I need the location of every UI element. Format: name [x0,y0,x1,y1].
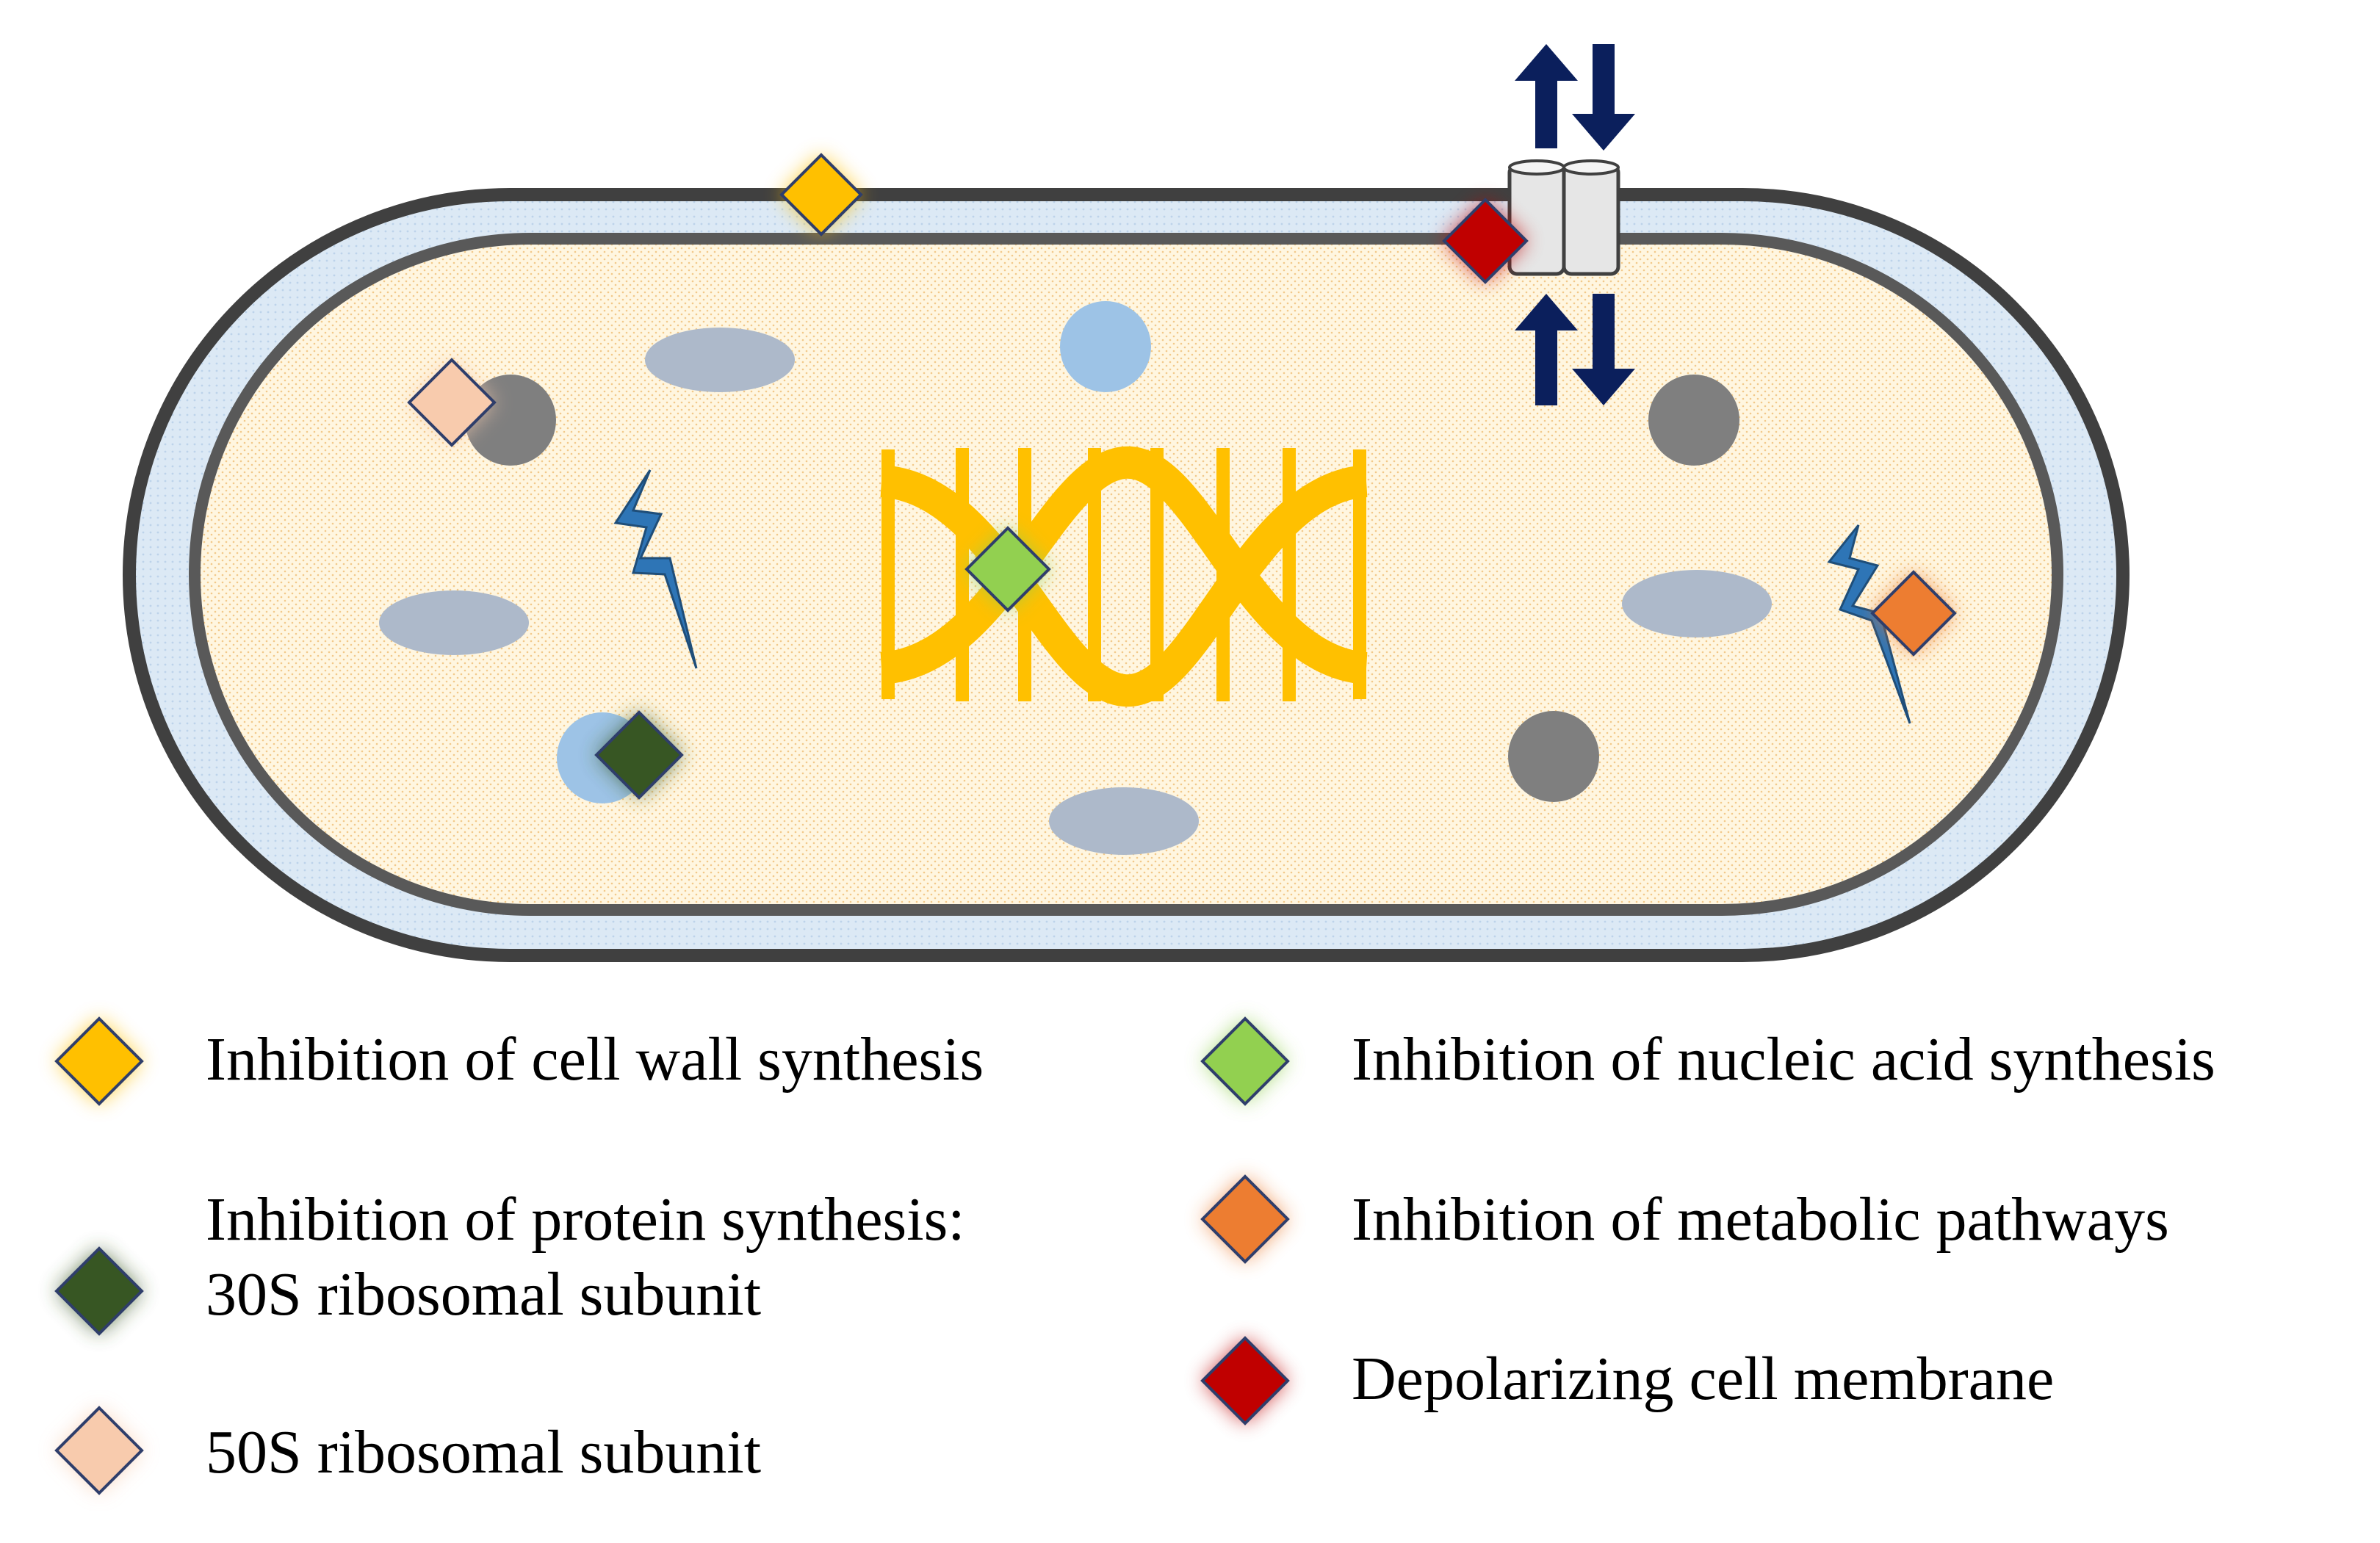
cell-markers [407,153,1957,800]
ribo50-marker-shape [407,358,497,447]
up-down-arrows-icon [1515,294,1635,405]
metabolic-marker [1870,570,1957,657]
legend-markers [54,1016,1290,1495]
legend-marker-nucleic-shape [1200,1016,1290,1106]
lightning-bolt-icon [1827,524,1911,724]
nucleic-marker-shape [964,526,1051,612]
ribo50-marker [407,358,497,447]
legend-marker-membrane [1200,1336,1290,1425]
legend-label-nucleic-acid: Inhibition of nucleic acid synthesis [1352,1025,2215,1094]
ribo30-marker-shape [594,710,684,800]
legend-marker-cell-wall [54,1016,144,1106]
legend-marker-metabolic [1200,1174,1290,1264]
lightning-bolt-icon [613,469,698,669]
membrane-marker [1442,198,1529,284]
cell-wall-marker-shape [779,153,863,236]
legend-label-30s: 30S ribosomal subunit [206,1260,761,1329]
legend-marker-metabolic-shape [1200,1174,1290,1264]
up-down-arrows-icon [1515,44,1635,151]
legend-label-metabolic: Inhibition of metabolic pathways [1352,1185,2169,1254]
membrane-channel-icon [1507,159,1620,276]
plasmid-oval [1622,570,1772,637]
legend-marker-50s [54,1406,144,1495]
membrane-marker-shape [1442,198,1529,284]
legend-label-50s: 50S ribosomal subunit [206,1418,761,1486]
plasmid-oval [645,328,795,392]
ribo30-marker [594,710,684,800]
legend-marker-cell-wall-shape [54,1016,144,1106]
legend-label-membrane: Depolarizing cell membrane [1352,1345,2054,1413]
dna-helix-icon [879,446,1368,707]
cell-wall-marker [779,153,863,236]
legend-marker-50s-shape [54,1406,144,1495]
ribosome-gray [1508,711,1599,802]
legend: Inhibition of cell wall synthesis Inhibi… [206,1025,2215,1486]
metabolic-marker-shape [1870,570,1957,657]
ribosome-gray [1648,375,1739,466]
legend-marker-30s [54,1246,144,1336]
nucleic-marker [964,526,1051,612]
legend-marker-membrane-shape [1200,1336,1290,1425]
legend-marker-nucleic [1200,1016,1290,1106]
legend-marker-30s-shape [54,1246,144,1336]
plasmid-oval [379,590,529,655]
legend-label-cell-wall: Inhibition of cell wall synthesis [206,1025,984,1094]
plasmid-oval [1049,787,1199,855]
legend-label-protein-synthesis: Inhibition of protein synthesis: [206,1185,965,1254]
ribosome-blue [1060,301,1151,392]
